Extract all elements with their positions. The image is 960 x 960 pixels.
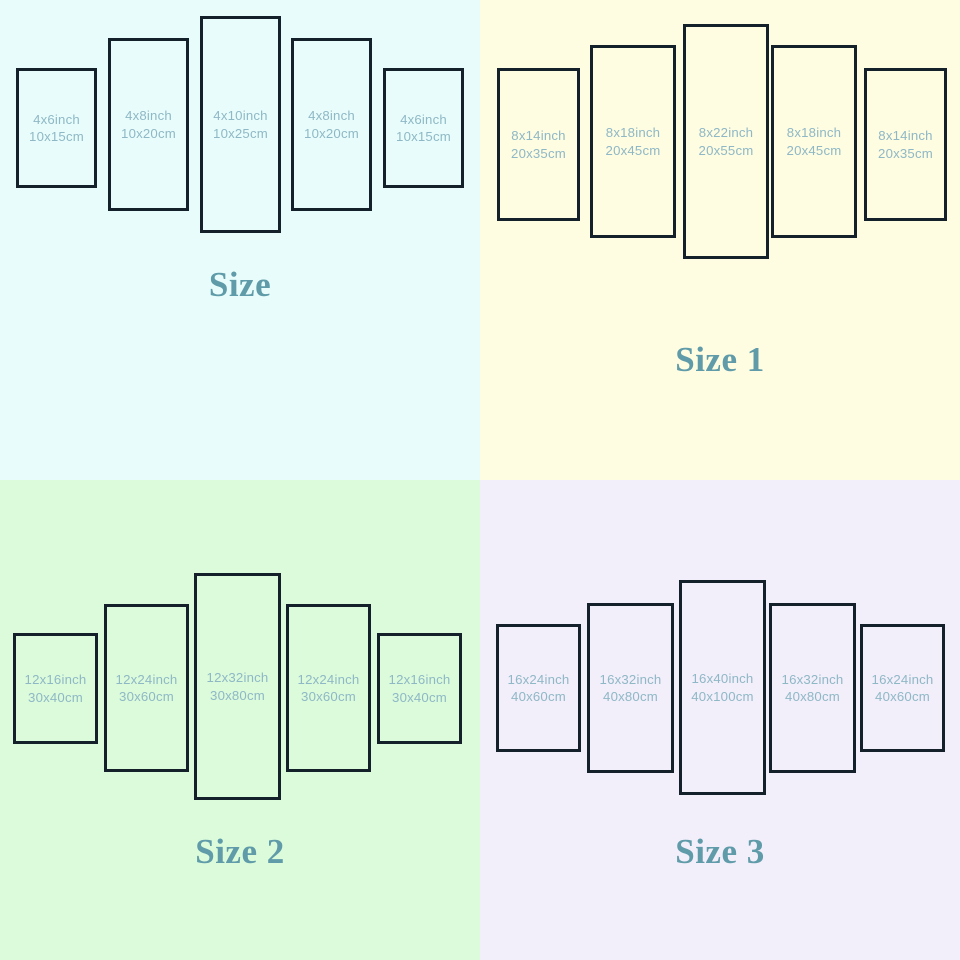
panel-label-cm: 10x15cm xyxy=(396,129,451,144)
panel-2: 16x32inch 40x80cm xyxy=(587,603,674,773)
panel-label: 16x24inch 40x60cm xyxy=(508,671,570,706)
panel-3: 12x32inch 30x80cm xyxy=(194,573,281,800)
panel-3: 4x10inch 10x25cm xyxy=(200,16,281,233)
panel-5: 4x6inch 10x15cm xyxy=(383,68,464,188)
panel-label-cm: 40x80cm xyxy=(785,689,840,704)
panel-label-inch: 12x24inch xyxy=(115,671,178,687)
panel-group: 12x16inch 30x40cm 12x24inch 30x60cm 12x3… xyxy=(0,480,480,960)
panel-label-inch: 4x6inch xyxy=(33,111,80,127)
panel-label-cm: 20x45cm xyxy=(786,142,842,158)
panel-label-inch: 4x10inch xyxy=(213,108,268,124)
panel-label: 4x10inch 10x25cm xyxy=(213,107,268,142)
panel-label: 12x32inch 30x80cm xyxy=(207,669,269,704)
panel-5: 12x16inch 30x40cm xyxy=(377,633,462,744)
panel-label-cm: 30x60cm xyxy=(301,689,356,704)
panel-label-inch: 8x14inch xyxy=(511,128,566,144)
size-group-size-3: 16x24inch 40x60cm 16x32inch 40x80cm 16x4… xyxy=(480,480,960,960)
panel-4: 16x32inch 40x80cm xyxy=(769,603,856,773)
panel-label-cm: 10x20cm xyxy=(304,125,359,141)
panel-label: 12x24inch 30x60cm xyxy=(298,671,360,706)
panel-label: 12x24inch 30x60cm xyxy=(116,671,178,706)
panel-label-cm: 30x80cm xyxy=(210,687,265,703)
panel-label-inch: 4x8inch xyxy=(308,108,355,124)
panel-label-cm: 20x35cm xyxy=(511,145,566,161)
panel-5: 16x24inch 40x60cm xyxy=(860,624,945,752)
group-title: Size xyxy=(208,265,272,304)
panel-3: 8x22inch 20x55cm xyxy=(683,24,769,259)
panel-label: 8x18inch 20x45cm xyxy=(606,124,661,159)
panel-1: 16x24inch 40x60cm xyxy=(496,624,581,752)
panel-label-cm: 10x15cm xyxy=(29,129,84,144)
panel-label: 8x14inch 20x35cm xyxy=(511,127,566,162)
panel-1: 12x16inch 30x40cm xyxy=(13,633,98,744)
panel-label: 16x40inch 40x100cm xyxy=(691,670,753,705)
panel-label: 4x6inch 10x15cm xyxy=(396,111,451,146)
panel-label-inch: 16x40inch xyxy=(691,671,754,687)
panel-label-inch: 12x24inch xyxy=(297,671,360,687)
panel-label: 8x14inch 20x35cm xyxy=(878,127,933,162)
panel-1: 8x14inch 20x35cm xyxy=(497,68,580,221)
panel-label-cm: 40x60cm xyxy=(875,689,930,704)
panel-label: 4x8inch 10x20cm xyxy=(304,107,359,142)
panel-label: 4x8inch 10x20cm xyxy=(121,107,176,142)
panel-label-cm: 30x60cm xyxy=(119,689,174,704)
panel-label-inch: 8x22inch xyxy=(698,125,754,141)
panel-label-cm: 10x20cm xyxy=(121,125,176,141)
panel-label-cm: 20x45cm xyxy=(605,142,661,158)
panel-label-inch: 12x16inch xyxy=(388,672,451,688)
panel-label-cm: 40x60cm xyxy=(511,689,566,704)
size-group-size-2: 12x16inch 30x40cm 12x24inch 30x60cm 12x3… xyxy=(0,480,480,960)
panel-label: 12x16inch 30x40cm xyxy=(25,671,87,706)
panel-label-cm: 30x40cm xyxy=(28,689,83,705)
panel-label-cm: 20x35cm xyxy=(878,145,933,161)
panel-1: 4x6inch 10x15cm xyxy=(16,68,97,188)
panel-5: 8x14inch 20x35cm xyxy=(864,68,947,221)
panel-4: 8x18inch 20x45cm xyxy=(771,45,857,238)
panel-label-inch: 16x32inch xyxy=(781,671,844,687)
panel-label-inch: 16x24inch xyxy=(507,671,570,687)
panel-label: 16x24inch 40x60cm xyxy=(872,671,934,706)
panel-label-inch: 12x32inch xyxy=(206,670,269,686)
panel-label-inch: 4x6inch xyxy=(400,111,447,127)
panel-label-cm: 20x55cm xyxy=(698,142,754,158)
group-title: Size 3 xyxy=(675,832,765,871)
panel-label-cm: 30x40cm xyxy=(392,689,447,705)
panel-label: 16x32inch 40x80cm xyxy=(782,671,844,706)
panel-label-inch: 4x8inch xyxy=(125,108,172,124)
size-group-size-1: 8x14inch 20x35cm 8x18inch 20x45cm 8x22in… xyxy=(480,0,960,480)
panel-4: 12x24inch 30x60cm xyxy=(286,604,371,772)
panel-2: 8x18inch 20x45cm xyxy=(590,45,676,238)
panel-label-inch: 8x14inch xyxy=(878,128,933,144)
panel-label: 4x6inch 10x15cm xyxy=(29,111,84,146)
group-title: Size 2 xyxy=(195,832,285,871)
panel-label-inch: 8x18inch xyxy=(605,125,661,141)
panel-label-inch: 16x32inch xyxy=(599,671,662,687)
panel-2: 4x8inch 10x20cm xyxy=(108,38,189,211)
panel-3: 16x40inch 40x100cm xyxy=(679,580,766,795)
panel-2: 12x24inch 30x60cm xyxy=(104,604,189,772)
panel-label-inch: 16x24inch xyxy=(871,671,934,687)
panel-label-cm: 40x100cm xyxy=(691,688,754,704)
panel-label-cm: 10x25cm xyxy=(213,125,268,141)
panel-4: 4x8inch 10x20cm xyxy=(291,38,372,211)
panel-group: 16x24inch 40x60cm 16x32inch 40x80cm 16x4… xyxy=(480,480,960,960)
group-title: Size 1 xyxy=(675,340,765,379)
panel-label-inch: 12x16inch xyxy=(24,672,87,688)
panel-label: 16x32inch 40x80cm xyxy=(600,671,662,706)
panel-group: 4x6inch 10x15cm 4x8inch 10x20cm 4x10inch… xyxy=(0,0,480,480)
size-group-size: 4x6inch 10x15cm 4x8inch 10x20cm 4x10inch… xyxy=(0,0,480,480)
panel-label-cm: 40x80cm xyxy=(603,689,658,704)
panel-label: 12x16inch 30x40cm xyxy=(389,671,451,706)
panel-label: 8x18inch 20x45cm xyxy=(787,124,842,159)
panel-label: 8x22inch 20x55cm xyxy=(699,124,754,159)
panel-group: 8x14inch 20x35cm 8x18inch 20x45cm 8x22in… xyxy=(480,0,960,480)
panel-label-inch: 8x18inch xyxy=(786,125,842,141)
